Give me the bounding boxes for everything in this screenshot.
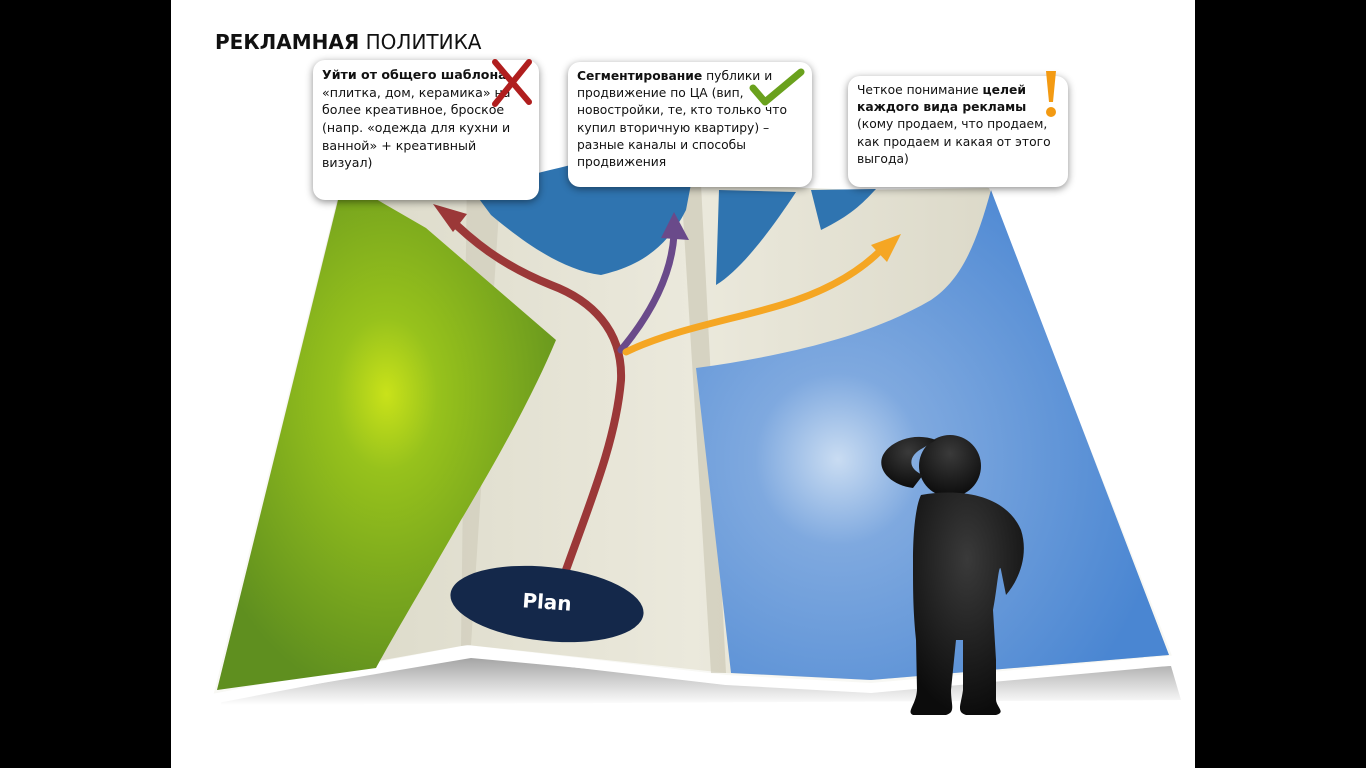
slide: РЕКЛАМНАЯ ПОЛИТИКА Уйти от общего шаблон…	[171, 0, 1195, 768]
path-purple-arrowhead	[661, 212, 689, 240]
callout-ad-goals: Четкое понимание целей каждого вида рекл…	[848, 76, 1068, 187]
path-purple	[617, 231, 678, 354]
callout-3-bold: целей каждого вида рекламы	[857, 83, 1027, 115]
callout-template-shift: Уйти от общего шаблона «плитка, дом, кер…	[313, 60, 539, 200]
callout-3-pre: Четкое понимание	[857, 83, 979, 97]
check-icon	[749, 68, 805, 106]
path-orange	[622, 246, 885, 356]
callout-2-bold: Сегментирование	[577, 69, 703, 83]
path-red-arrowhead	[433, 204, 467, 232]
title-bold: РЕКЛАМНАЯ	[215, 30, 360, 54]
map-green-area	[217, 180, 556, 690]
callout-2-text: публики и продвижение по ЦА (вип, новост…	[577, 69, 787, 170]
callout-1-bold: Уйти от общего шаблона	[322, 67, 507, 82]
plan-label: Plan	[521, 588, 573, 616]
person-icon	[881, 435, 1024, 715]
map-water-top-right2	[811, 189, 876, 230]
callout-1-text: «плитка, дом, керамика» на более креатив…	[322, 84, 511, 171]
callout-3-text: (кому продаем, что продаем, как продаем …	[857, 117, 1051, 166]
title-normal: ПОЛИТИКА	[365, 30, 482, 54]
path-orange-arrowhead	[871, 234, 901, 262]
map-blue-area	[696, 190, 1169, 680]
exclamation-icon	[1046, 71, 1056, 117]
map-water-top-right	[716, 190, 796, 285]
callout-segmentation: Сегментирование публики и продвижение по…	[568, 62, 812, 187]
map-illustration	[202, 150, 1184, 715]
path-red	[442, 211, 626, 574]
cross-icon	[492, 59, 532, 107]
page-title: РЕКЛАМНАЯ ПОЛИТИКА	[215, 30, 481, 54]
plan-ellipse	[450, 565, 644, 643]
